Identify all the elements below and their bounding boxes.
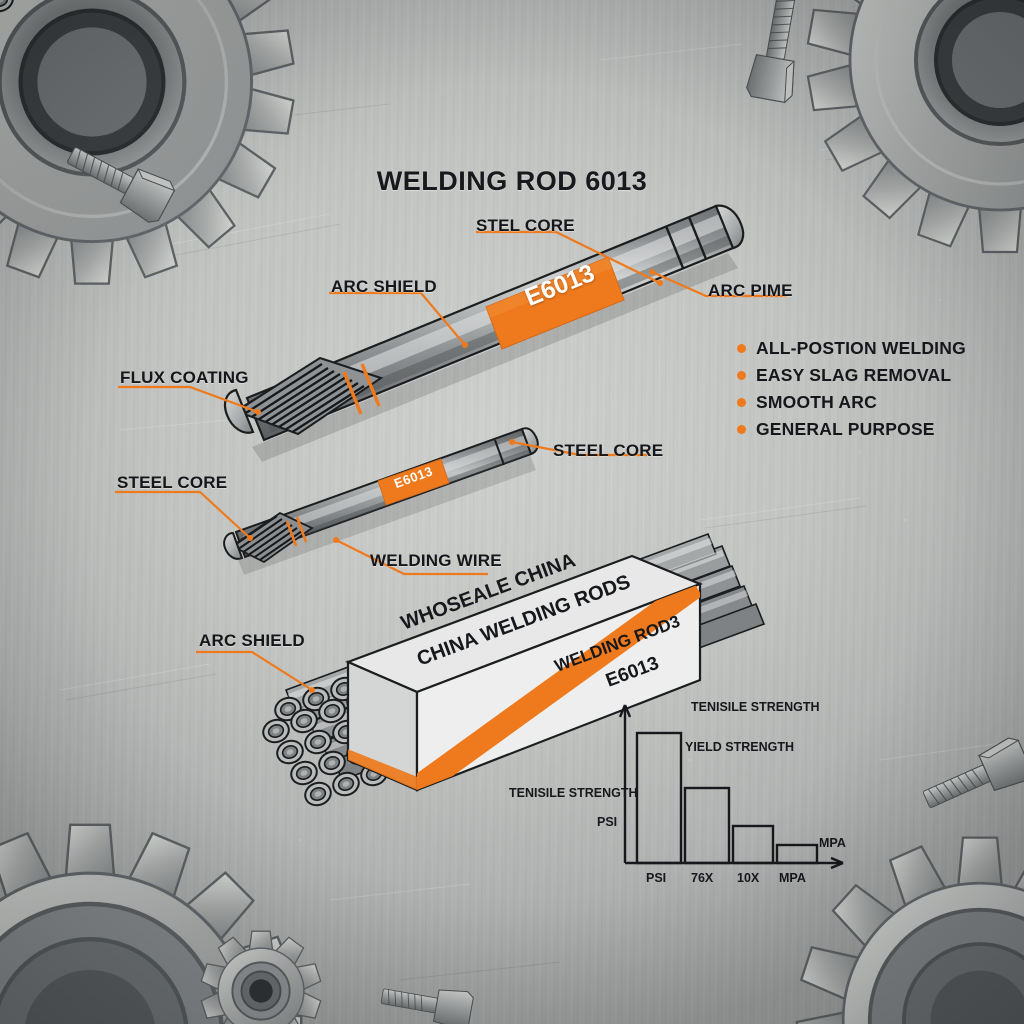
main-rod-orange-ring-2 xyxy=(360,363,381,407)
chart-tick-label: 10X xyxy=(737,871,759,885)
wire-rod-bottom-cap xyxy=(223,531,244,560)
bolt-bottom-right xyxy=(922,737,1024,808)
label-welding-wire: WELDING WIRE xyxy=(370,551,502,571)
wire-rod-orange-ring-1 xyxy=(285,520,298,547)
bullet-dot-icon xyxy=(737,398,746,407)
main-rod-group xyxy=(223,204,745,462)
list-item: GENERAL PURPOSE xyxy=(737,416,966,443)
bullet-dot-icon xyxy=(737,425,746,434)
gear-top-left xyxy=(0,0,296,285)
list-item: SMOOTH ARC xyxy=(737,389,966,416)
chart-y-arrow xyxy=(618,704,632,718)
main-rod-ring-2 xyxy=(687,216,708,260)
chart-tick-label: PSI xyxy=(646,871,666,885)
main-rod-ring-1 xyxy=(664,225,685,269)
chart-bar-0 xyxy=(635,731,683,865)
leader-lines xyxy=(115,230,787,693)
chart-bar-2 xyxy=(731,824,775,865)
chart-x-arrow xyxy=(830,856,844,870)
label-arc-shield: ARC SHIELD xyxy=(331,277,437,297)
label-stel-core: STEL CORE xyxy=(476,216,575,236)
feature-label: ALL-POSTION WELDING xyxy=(756,338,966,359)
bolt-top-right xyxy=(746,0,796,104)
feature-label: GENERAL PURPOSE xyxy=(756,419,935,440)
label-steel-core-right: STEEL CORE xyxy=(553,441,663,461)
chart-x-axis-label: MPA xyxy=(819,836,846,850)
chart-tick-label: MPA xyxy=(779,871,806,885)
feature-list: ALL-POSTION WELDING EASY SLAG REMOVAL SM… xyxy=(737,335,966,443)
main-rod-label-band xyxy=(485,256,625,350)
rod-bundle-end-faces xyxy=(0,0,447,810)
bolt-bottom-center xyxy=(380,988,474,1024)
chart-side-label: TENISILE STRENGTH xyxy=(509,786,637,800)
wire-rod-ring xyxy=(494,439,505,466)
chart-annotation-yield: YIELD STRENGTH xyxy=(685,740,794,754)
main-rod-bottom-cap xyxy=(223,388,255,434)
chart-bar-3 xyxy=(775,843,819,865)
box-orange-stripe xyxy=(417,584,700,790)
label-arc-pime: ARC PIME xyxy=(708,281,793,301)
rod-bundle-and-box xyxy=(0,0,766,810)
chart-y-axis-label: PSI xyxy=(597,815,617,829)
bar-chart xyxy=(618,704,844,870)
bullet-dot-icon xyxy=(737,371,746,380)
label-arc-shield-bundle: ARC SHIELD xyxy=(199,631,305,651)
gear-bottom-right xyxy=(795,836,1024,1024)
gear-small-bottom-left xyxy=(199,930,323,1024)
wire-rod-end-cap xyxy=(520,427,539,456)
chart-tick-label: 76X xyxy=(691,871,713,885)
page-title: WELDING ROD 6013 xyxy=(0,166,1024,197)
wire-rod-group xyxy=(223,427,539,575)
list-item: ALL-POSTION WELDING xyxy=(737,335,966,362)
bullet-dot-icon xyxy=(737,344,746,353)
chart-annotation-tensile: TENISILE STRENGTH xyxy=(691,700,819,714)
gear-bottom-left xyxy=(0,823,303,1024)
label-flux-coating: FLUX COATING xyxy=(120,368,249,388)
gear-top-right xyxy=(806,0,1024,254)
chart-bar-1 xyxy=(683,786,731,865)
feature-label: EASY SLAG REMOVAL xyxy=(756,365,951,386)
wire-rod-orange-ring-2 xyxy=(295,516,308,543)
list-item: EASY SLAG REMOVAL xyxy=(737,362,966,389)
wire-rod-label-band xyxy=(377,458,450,506)
main-rod-end-cap xyxy=(714,204,745,250)
main-rod-orange-ring-1 xyxy=(342,371,363,415)
bolt-top-left xyxy=(67,147,176,223)
feature-label: SMOOTH ARC xyxy=(756,392,877,413)
label-steel-core-left: STEEL CORE xyxy=(117,473,227,493)
